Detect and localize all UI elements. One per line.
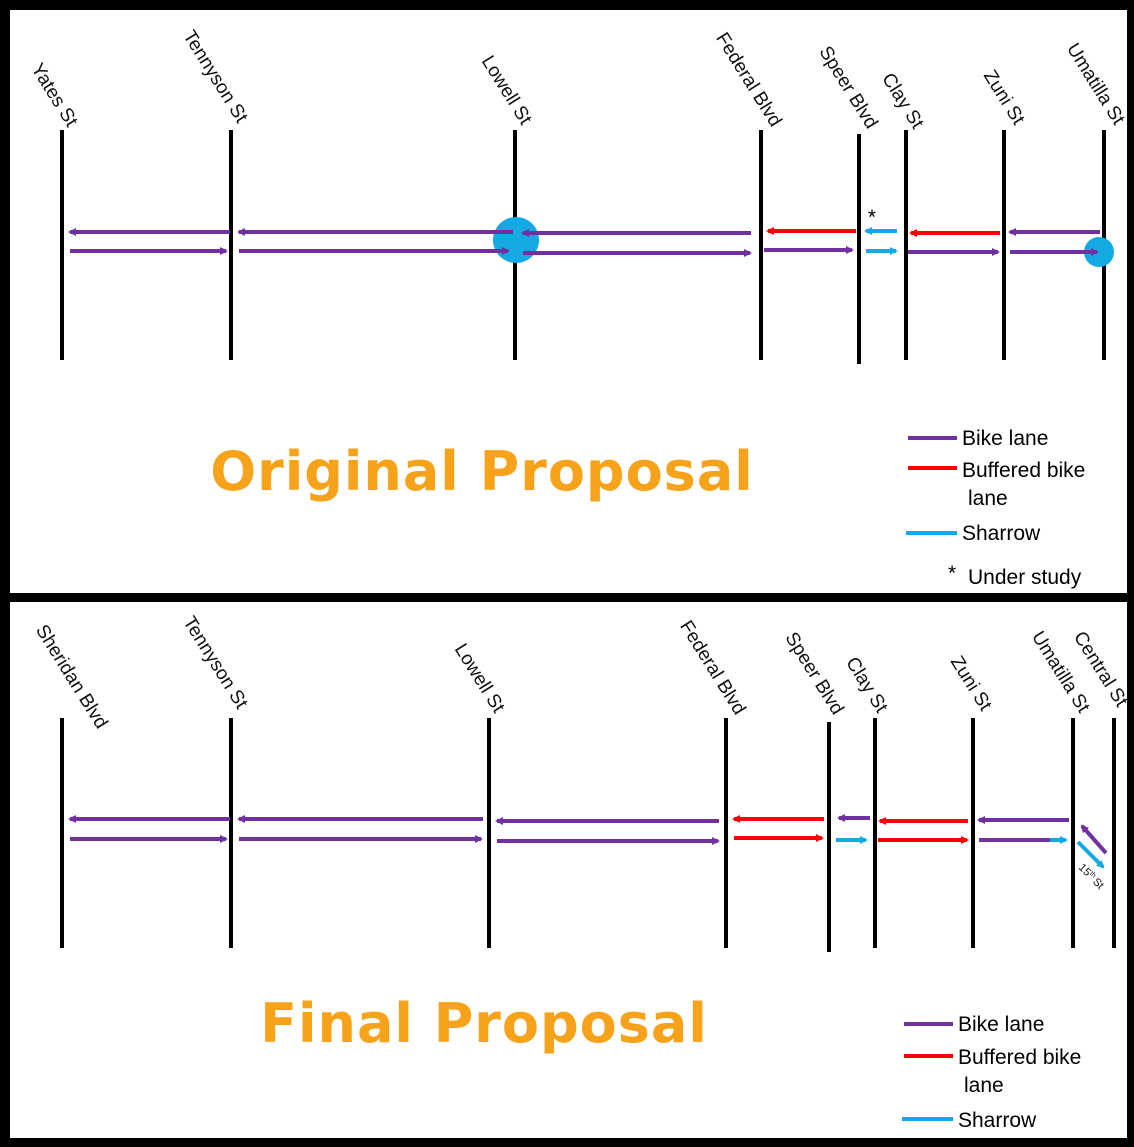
legend-label-under-study: Under study bbox=[968, 566, 1082, 589]
street-label-lowell: Lowell St bbox=[477, 52, 536, 129]
legend-label-buffered: Buffered bike bbox=[962, 459, 1085, 482]
highlight-circle-lowell bbox=[493, 217, 539, 263]
westbound-lanes bbox=[68, 814, 1108, 855]
eastbound-lanes bbox=[70, 246, 1099, 257]
street-label-speer: Speer Blvd bbox=[781, 629, 848, 719]
final-proposal-diagram: Sheridan Blvd Tennyson St Lowell St Fede… bbox=[31, 613, 1127, 1132]
legend-label-sharrow: Sharrow bbox=[962, 522, 1041, 545]
highlight-circle-umatilla bbox=[1084, 237, 1114, 267]
street-label-federal: Federal Blvd bbox=[711, 29, 785, 131]
diagram-title: Final Proposal bbox=[260, 992, 708, 1055]
street-label-clay: Clay St bbox=[877, 70, 928, 134]
street-label-clay: Clay St bbox=[841, 654, 892, 718]
street-label-speer: Speer Blvd bbox=[815, 43, 882, 133]
street-label-federal: Federal Blvd bbox=[675, 617, 749, 719]
eastbound-lanes bbox=[70, 834, 1105, 869]
original-proposal-panel: Yates St Tennyson St Lowell St Federal B… bbox=[10, 10, 1127, 593]
original-proposal-diagram: Yates St Tennyson St Lowell St Federal B… bbox=[26, 27, 1127, 589]
legend: Bike lane Buffered bike lane Sharrow bbox=[902, 1013, 1081, 1132]
bike-lane-arrow-15th bbox=[1080, 824, 1108, 855]
sharrow-arrow-15th bbox=[1076, 840, 1105, 869]
street-label-zuni: Zuni St bbox=[946, 652, 996, 715]
street-label-tennyson: Tennyson St bbox=[178, 613, 252, 713]
street-label-sheridan: Sheridan Blvd bbox=[31, 621, 111, 732]
street-lines bbox=[60, 130, 1106, 364]
street-label-zuni: Zuni St bbox=[979, 66, 1029, 129]
legend-label-buffered-2: lane bbox=[964, 1074, 1004, 1097]
legend: Bike lane Buffered bike lane Sharrow * U… bbox=[906, 427, 1085, 589]
under-study-marker: * bbox=[868, 206, 876, 229]
street-label-yates: Yates St bbox=[26, 60, 82, 131]
street-lines bbox=[60, 718, 1116, 952]
westbound-lanes bbox=[68, 227, 1100, 237]
street-label-lowell: Lowell St bbox=[450, 640, 509, 717]
diagram-title: Original Proposal bbox=[210, 440, 754, 503]
legend-label-buffered: Buffered bike bbox=[958, 1046, 1081, 1069]
street-label-umatilla: Umatilla St bbox=[1062, 40, 1127, 130]
street-label-tennyson: Tennyson St bbox=[178, 27, 252, 127]
legend-label-bike-lane: Bike lane bbox=[962, 427, 1048, 450]
final-proposal-panel: Sheridan Blvd Tennyson St Lowell St Fede… bbox=[10, 602, 1127, 1138]
legend-label-bike-lane: Bike lane bbox=[958, 1013, 1044, 1036]
legend-marker-under-study: * bbox=[948, 562, 956, 585]
legend-label-buffered-2: lane bbox=[968, 487, 1008, 510]
legend-label-sharrow: Sharrow bbox=[958, 1109, 1037, 1132]
